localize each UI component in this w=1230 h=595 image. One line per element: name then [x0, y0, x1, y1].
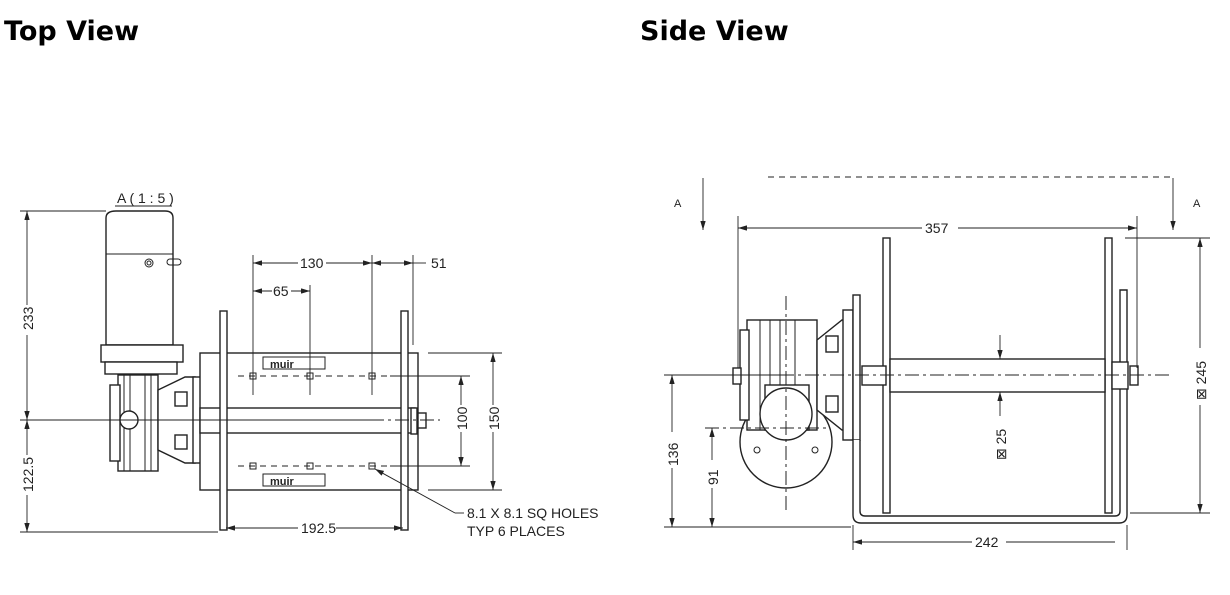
dim-122-5: 122.5	[20, 457, 36, 492]
section-marker-left: A	[674, 198, 682, 210]
section-label: A ( 1 : 5 )	[117, 190, 174, 206]
dim-150: 150	[486, 406, 502, 430]
side-view-title: Side View	[640, 16, 789, 47]
motor	[105, 210, 174, 346]
brand-logo-top: muir	[270, 359, 295, 371]
top-view-drawing: A ( 1 : 5 ) muir muir	[20, 190, 599, 539]
dim-25: ⊠ 25	[993, 429, 1009, 460]
dim-51: 51	[431, 255, 447, 271]
dim-242: 242	[975, 534, 999, 550]
dim-136: 136	[665, 442, 681, 466]
dim-65: 65	[273, 283, 289, 299]
mount-plate	[852, 294, 861, 441]
brand-logo-bottom: muir	[270, 476, 295, 488]
dim-130: 130	[300, 255, 324, 271]
dim-233: 233	[20, 306, 36, 330]
dim-245: ⊠ 245	[1193, 361, 1209, 400]
hole-note-line1: 8.1 X 8.1 SQ HOLES	[467, 505, 599, 521]
side-view-drawing: A A 357	[664, 176, 1210, 550]
dim-100: 100	[454, 406, 470, 430]
u-bracket	[852, 289, 1128, 524]
dim-357: 357	[925, 220, 949, 236]
shaft	[889, 358, 1106, 393]
top-view-title: Top View	[4, 16, 140, 47]
hole-note-line2: TYP 6 PLACES	[467, 523, 565, 539]
dim-192-5: 192.5	[301, 520, 336, 536]
dim-91: 91	[705, 469, 721, 485]
section-marker-right: A	[1193, 198, 1201, 210]
